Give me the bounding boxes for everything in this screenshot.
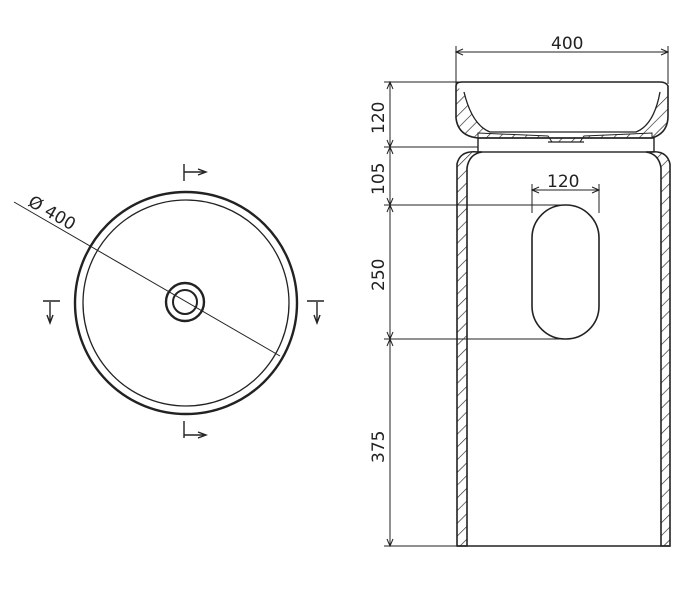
dim-opening-height: 250 bbox=[369, 259, 389, 291]
basin-inner-rim bbox=[82, 199, 290, 407]
dim-opening-width: 120 bbox=[547, 172, 579, 192]
drain-outer bbox=[164, 281, 206, 323]
section-marker-bottom bbox=[183, 421, 208, 439]
dim-neck-height: 105 bbox=[369, 163, 389, 195]
pedestal-wall-left bbox=[456, 150, 483, 547]
pedestal-wall-right bbox=[645, 150, 671, 547]
section-marker-left bbox=[43, 300, 60, 325]
section-marker-right bbox=[307, 300, 324, 325]
diameter-label: Ø 400 bbox=[25, 192, 79, 235]
dim-base-height: 375 bbox=[369, 431, 389, 463]
dim-overall-width: 400 bbox=[551, 34, 583, 54]
basin-wall-hatch-left bbox=[456, 86, 490, 138]
diameter-leader bbox=[13, 201, 281, 357]
drain-inner bbox=[172, 289, 198, 315]
basin-outer-rim bbox=[73, 190, 299, 416]
pedestal-opening bbox=[531, 204, 600, 340]
neck-collar bbox=[477, 137, 655, 153]
basin-bowl-inner bbox=[463, 91, 661, 133]
section-view: 400 120 120 105 250 375 bbox=[369, 34, 671, 548]
plan-view: Ø 400 bbox=[13, 164, 324, 439]
basin-bowl-outline bbox=[455, 81, 669, 139]
basin-wall-hatch-right bbox=[636, 86, 668, 138]
section-marker-top bbox=[183, 164, 208, 181]
dim-basin-height: 120 bbox=[369, 102, 389, 134]
